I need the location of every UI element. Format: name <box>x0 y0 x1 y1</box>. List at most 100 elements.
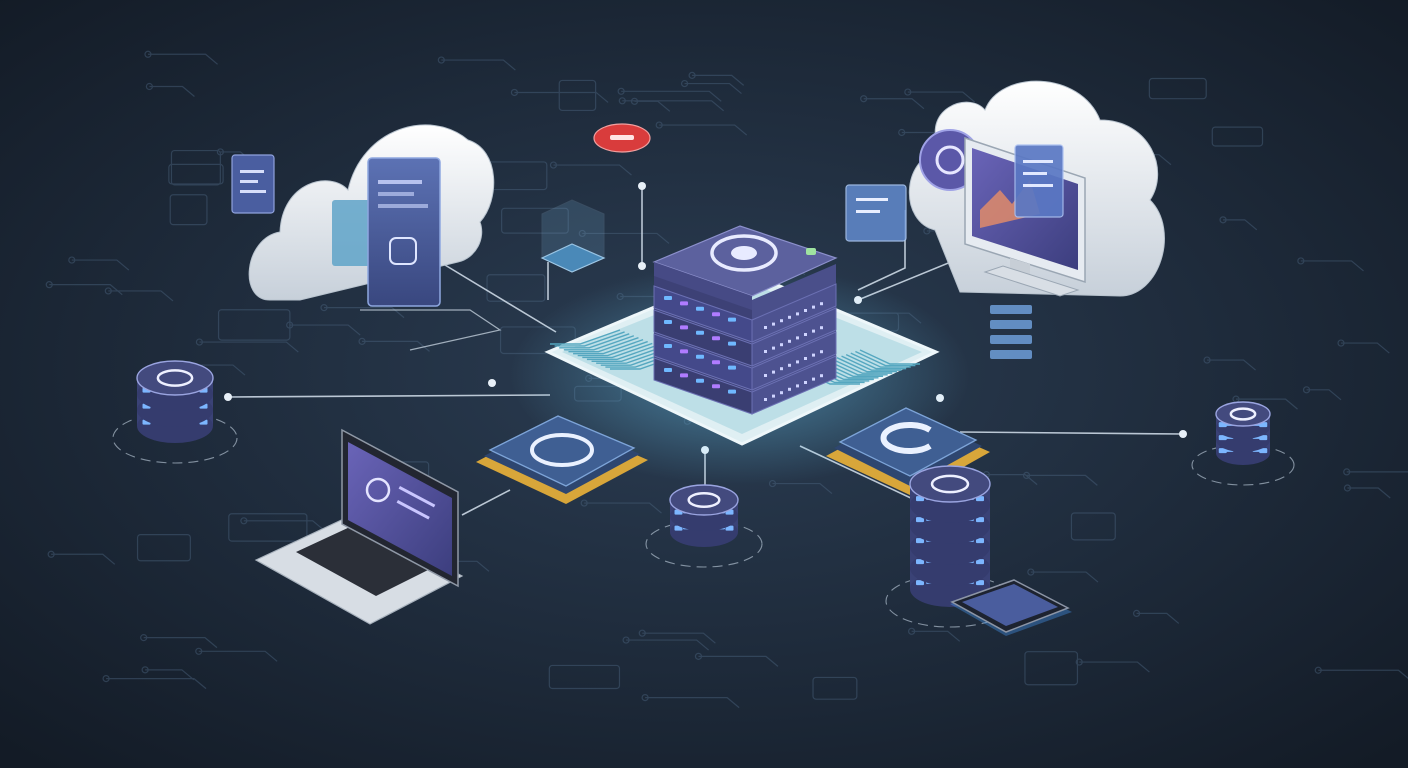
circuit-node <box>860 95 868 103</box>
vent-dot <box>788 315 791 319</box>
circuit-trace <box>568 337 639 353</box>
vent-dot <box>780 343 783 347</box>
connector-dot <box>638 182 646 190</box>
document-panel <box>332 200 378 266</box>
circuit-node <box>145 82 154 91</box>
circuit-node <box>1203 356 1211 364</box>
circuit-trace <box>550 329 621 345</box>
connector-dot <box>638 262 646 270</box>
circuit-trace <box>199 341 299 353</box>
circuit-trace <box>1136 612 1180 624</box>
circuit-node <box>1022 471 1031 479</box>
chip-face <box>838 407 978 477</box>
vent-dot <box>820 350 823 354</box>
db-band-light <box>916 538 924 544</box>
circuit-trace <box>832 358 893 374</box>
vent-dot <box>764 326 767 329</box>
status-led <box>680 325 688 330</box>
db-icon <box>687 492 721 508</box>
circuit-node <box>898 128 906 137</box>
circuit-trace <box>441 59 516 71</box>
circuit-trace <box>827 360 888 376</box>
circuit-trace <box>1079 661 1150 673</box>
vent-dot <box>764 398 767 401</box>
vent-dot <box>788 339 791 343</box>
circuit-block <box>169 194 208 226</box>
circuit-trace <box>1318 669 1408 679</box>
gear-dial-inner <box>731 246 757 260</box>
circuit-trace <box>1223 219 1258 231</box>
circuit-block <box>168 163 224 185</box>
db-band-light <box>916 517 924 523</box>
outline-frame <box>360 309 502 351</box>
db-top <box>669 484 739 516</box>
cloud-right <box>908 80 1165 297</box>
settings-icon <box>389 237 417 265</box>
status-led <box>712 360 720 365</box>
cube-top <box>540 243 606 273</box>
server-unit-side <box>751 355 837 415</box>
status-led <box>712 384 720 389</box>
circuit-node <box>195 338 204 346</box>
status-led <box>664 344 672 348</box>
circuit-trace <box>986 474 1038 486</box>
circuit-trace <box>577 340 648 357</box>
circuit-trace <box>1236 398 1298 410</box>
circuit-node <box>1219 216 1227 224</box>
central-server <box>652 225 838 415</box>
laptop <box>254 428 464 625</box>
database-stack-right <box>885 465 1015 628</box>
database-left <box>112 360 238 464</box>
db-icon <box>930 474 970 494</box>
tablet <box>950 579 1072 636</box>
circuit-node <box>47 550 55 558</box>
vent-dot <box>780 367 783 371</box>
circuit-trace <box>684 82 742 95</box>
db-top <box>909 465 991 503</box>
circuit-trace <box>659 124 748 136</box>
circuit-block <box>217 309 291 341</box>
vent-dot <box>788 387 791 391</box>
target-inner <box>935 145 965 175</box>
list-bar <box>990 305 1032 314</box>
circuit-block <box>1148 77 1207 100</box>
circuit-trace <box>591 346 662 363</box>
circuit-node <box>144 50 152 58</box>
circuit-trace <box>863 98 925 110</box>
circuit-node <box>140 634 148 642</box>
circuit-trace <box>1207 359 1256 371</box>
circuit-trace <box>582 232 670 244</box>
vent-dot <box>788 363 791 367</box>
circuit-node <box>240 517 248 525</box>
vent-dot <box>804 381 807 384</box>
server-unit-side <box>751 331 837 391</box>
circuit-trace <box>621 90 722 102</box>
monitor-base <box>983 265 1080 297</box>
server-top <box>652 225 838 297</box>
panel-line <box>1023 160 1053 163</box>
db-band-light <box>1259 448 1268 454</box>
circuit-trace <box>147 53 218 65</box>
connector-line <box>227 394 551 398</box>
gear-dial-icon <box>710 234 778 272</box>
status-led <box>680 301 688 306</box>
status-led <box>664 368 672 372</box>
server-units <box>653 283 837 415</box>
status-led <box>696 378 704 383</box>
vent-dot <box>772 370 775 374</box>
circuit-trace <box>1346 471 1408 473</box>
status-led <box>664 296 672 300</box>
list-bar <box>990 320 1032 329</box>
circuit-node <box>102 675 110 683</box>
circuit-trace <box>108 290 174 302</box>
vent-dot <box>764 374 767 377</box>
circuit-block <box>501 207 569 234</box>
panel-line <box>1023 172 1047 175</box>
panel-line <box>1023 184 1053 187</box>
db-icon <box>156 369 194 387</box>
status-led <box>712 336 720 341</box>
circuit-trace <box>855 350 916 367</box>
circuit-trace <box>71 259 130 271</box>
db-band-light <box>976 538 984 544</box>
